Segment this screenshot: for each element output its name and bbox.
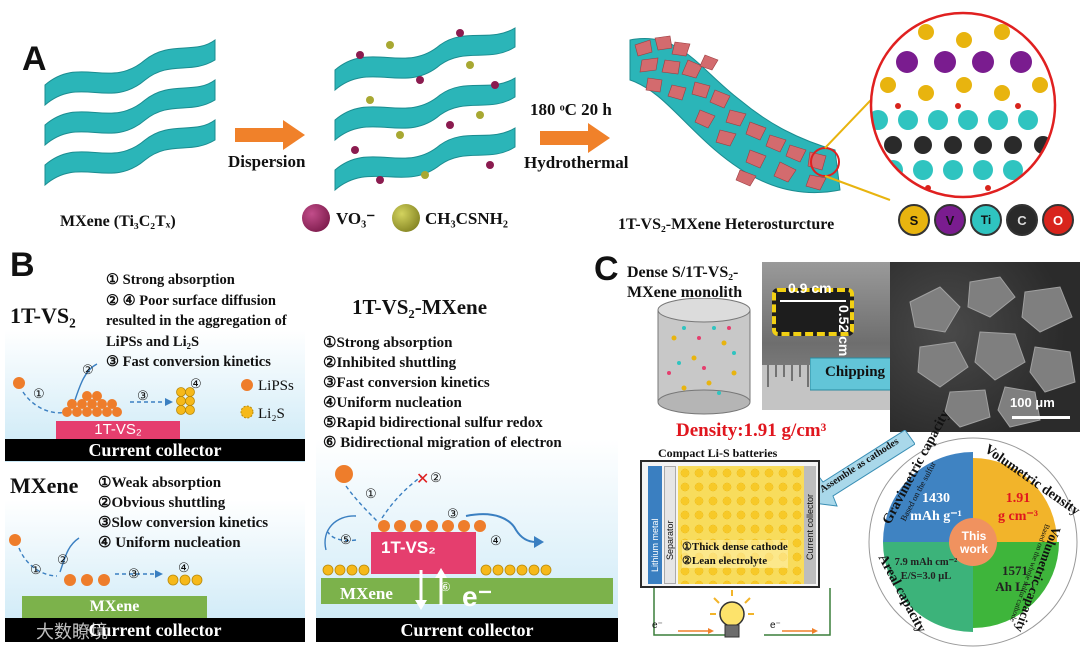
mxene-step-1: ① <box>30 562 42 578</box>
width-label: 0.9 cm <box>788 280 832 296</box>
legend-lipss: LiPSs <box>258 378 294 395</box>
hetero-step-4: ④ <box>490 533 502 549</box>
hetero-point-4: ④Uniform nucleation <box>323 393 562 413</box>
vs2-point-2: ② ④ Poor surface diffusion <box>106 291 287 312</box>
hydrothermal-label: Hydrothermal <box>524 153 629 173</box>
hetero-step-3: ③ <box>447 506 459 522</box>
separator-label: Separator <box>665 520 675 560</box>
hetero-current-collector: Current collector <box>316 618 618 642</box>
hetero-step-1: ① <box>365 486 377 502</box>
watermark: 大数瞭境 <box>36 618 108 644</box>
heterostructure-flake <box>620 30 850 220</box>
electron-left: e⁻ <box>652 620 663 631</box>
sem-scale-bar <box>1012 416 1070 419</box>
vs2-point-1: ① Strong absorption <box>106 270 287 291</box>
svg-text:✕: ✕ <box>416 469 429 488</box>
hetero-point-3: ③Fast conversion kinetics <box>323 373 562 393</box>
monolith-title-1: Dense S/1T-VS₂- <box>627 264 738 282</box>
atom-legend: S V Ti C O <box>898 204 1074 236</box>
mxene-label: MXene (Ti₃C₂Tₓ) <box>60 213 176 231</box>
thioacetamide-dot <box>392 204 420 232</box>
mxene-point-1: ①Weak absorption <box>98 473 268 493</box>
sem-scale-label: 100 μm <box>1010 395 1055 410</box>
hetero-step-2: ② <box>430 470 442 486</box>
panel-c-letter: C <box>594 250 619 289</box>
atom-v-icon: V <box>934 204 966 236</box>
heterostructure-label: 1T-VS₂-MXene Heterosturcture <box>618 216 834 234</box>
pie-center: This work <box>957 530 991 556</box>
hetero-point-2: ②Inhibited shuttling <box>323 353 562 373</box>
mxene-block: MXene <box>22 596 207 618</box>
hetero-step-6: ⑥ <box>440 580 451 595</box>
mxene-point-2: ②Obvious shuttling <box>98 493 268 513</box>
dispersion-label: Dispersion <box>228 152 305 172</box>
battery-point-2: ②Lean electrolyte <box>682 554 788 568</box>
hetero-points: ①Strong absorption ②Inhibited shuttling … <box>323 333 562 453</box>
hydrothermal-arrow <box>540 123 610 153</box>
vs2-current-collector: Current collector <box>5 439 305 461</box>
dispersion-arrow <box>235 120 305 150</box>
vs2-point-4: LiPSs and Li₂S <box>106 332 287 353</box>
atom-o-icon: O <box>1042 204 1074 236</box>
anode-label: Lithium metal <box>650 518 660 572</box>
hetero-point-1: ①Strong absorption <box>323 333 562 353</box>
hydrothermal-temp: 180 ᵒC 20 h <box>530 100 612 120</box>
battery-title: Compact Li-S batteries <box>658 446 777 461</box>
mxene-process-diagram <box>5 528 305 598</box>
battery-point-1: ①Thick dense cathode <box>682 540 788 554</box>
panel-b-letter: B <box>10 246 35 285</box>
hetero-block-mxene: MXene <box>340 584 393 604</box>
hetero-title: 1T-VS₂-MXene <box>352 295 487 320</box>
width-arrow <box>780 300 846 302</box>
legend-li2s: Li₂S <box>258 406 285 423</box>
thioacetamide-label: CH₃CSNH₂ <box>425 209 508 229</box>
vs2-step-4: ④ <box>190 376 202 392</box>
monolith-cylinder <box>654 298 754 416</box>
vanadate-dot <box>302 204 330 232</box>
vs2-step-3: ③ <box>137 388 149 404</box>
atom-s-icon: S <box>898 204 930 236</box>
mxene-sheets <box>40 35 220 195</box>
atom-ti-icon: Ti <box>970 204 1002 236</box>
vs2-step-2: ② <box>82 362 94 378</box>
vs2-title: 1T-VS₂ <box>10 303 76 329</box>
mxene-step-3: ③ <box>128 566 140 582</box>
dispersed-sheets <box>330 25 520 195</box>
mxene-step-4: ④ <box>178 560 190 576</box>
hetero-block-vs2: 1T-VS₂ <box>381 538 436 558</box>
vs2-point-3: resulted in the aggregation of <box>106 311 287 332</box>
vs2-points: ① Strong absorption ② ④ Poor surface dif… <box>106 270 287 373</box>
hetero-point-6: ⑥ Bidirectional migration of electron <box>323 433 562 453</box>
density-label: Density:1.91 g/cm³ <box>676 420 826 442</box>
hetero-step-5: ⑤ <box>340 532 352 548</box>
hetero-point-5: ⑤Rapid bidirectional sulfur redox <box>323 413 562 433</box>
chipping-label: Chipping <box>825 364 885 381</box>
crystal-structure-zoom <box>868 10 1058 200</box>
vanadate-label: VO₃⁻ <box>336 209 375 229</box>
vs2-block: 1T-VS₂ <box>56 421 180 439</box>
mxene-title: MXene <box>10 473 78 499</box>
battery-points: ①Thick dense cathode ②Lean electrolyte <box>682 540 788 568</box>
collector-label: Current collector <box>805 494 815 560</box>
vs2-step-1: ① <box>33 386 45 402</box>
lightbulb-icon <box>710 590 754 646</box>
mxene-step-2: ② <box>57 552 69 568</box>
atom-c-icon: C <box>1006 204 1038 236</box>
hetero-electron: e⁻ <box>462 580 492 613</box>
electron-right: e⁻ <box>770 620 781 631</box>
